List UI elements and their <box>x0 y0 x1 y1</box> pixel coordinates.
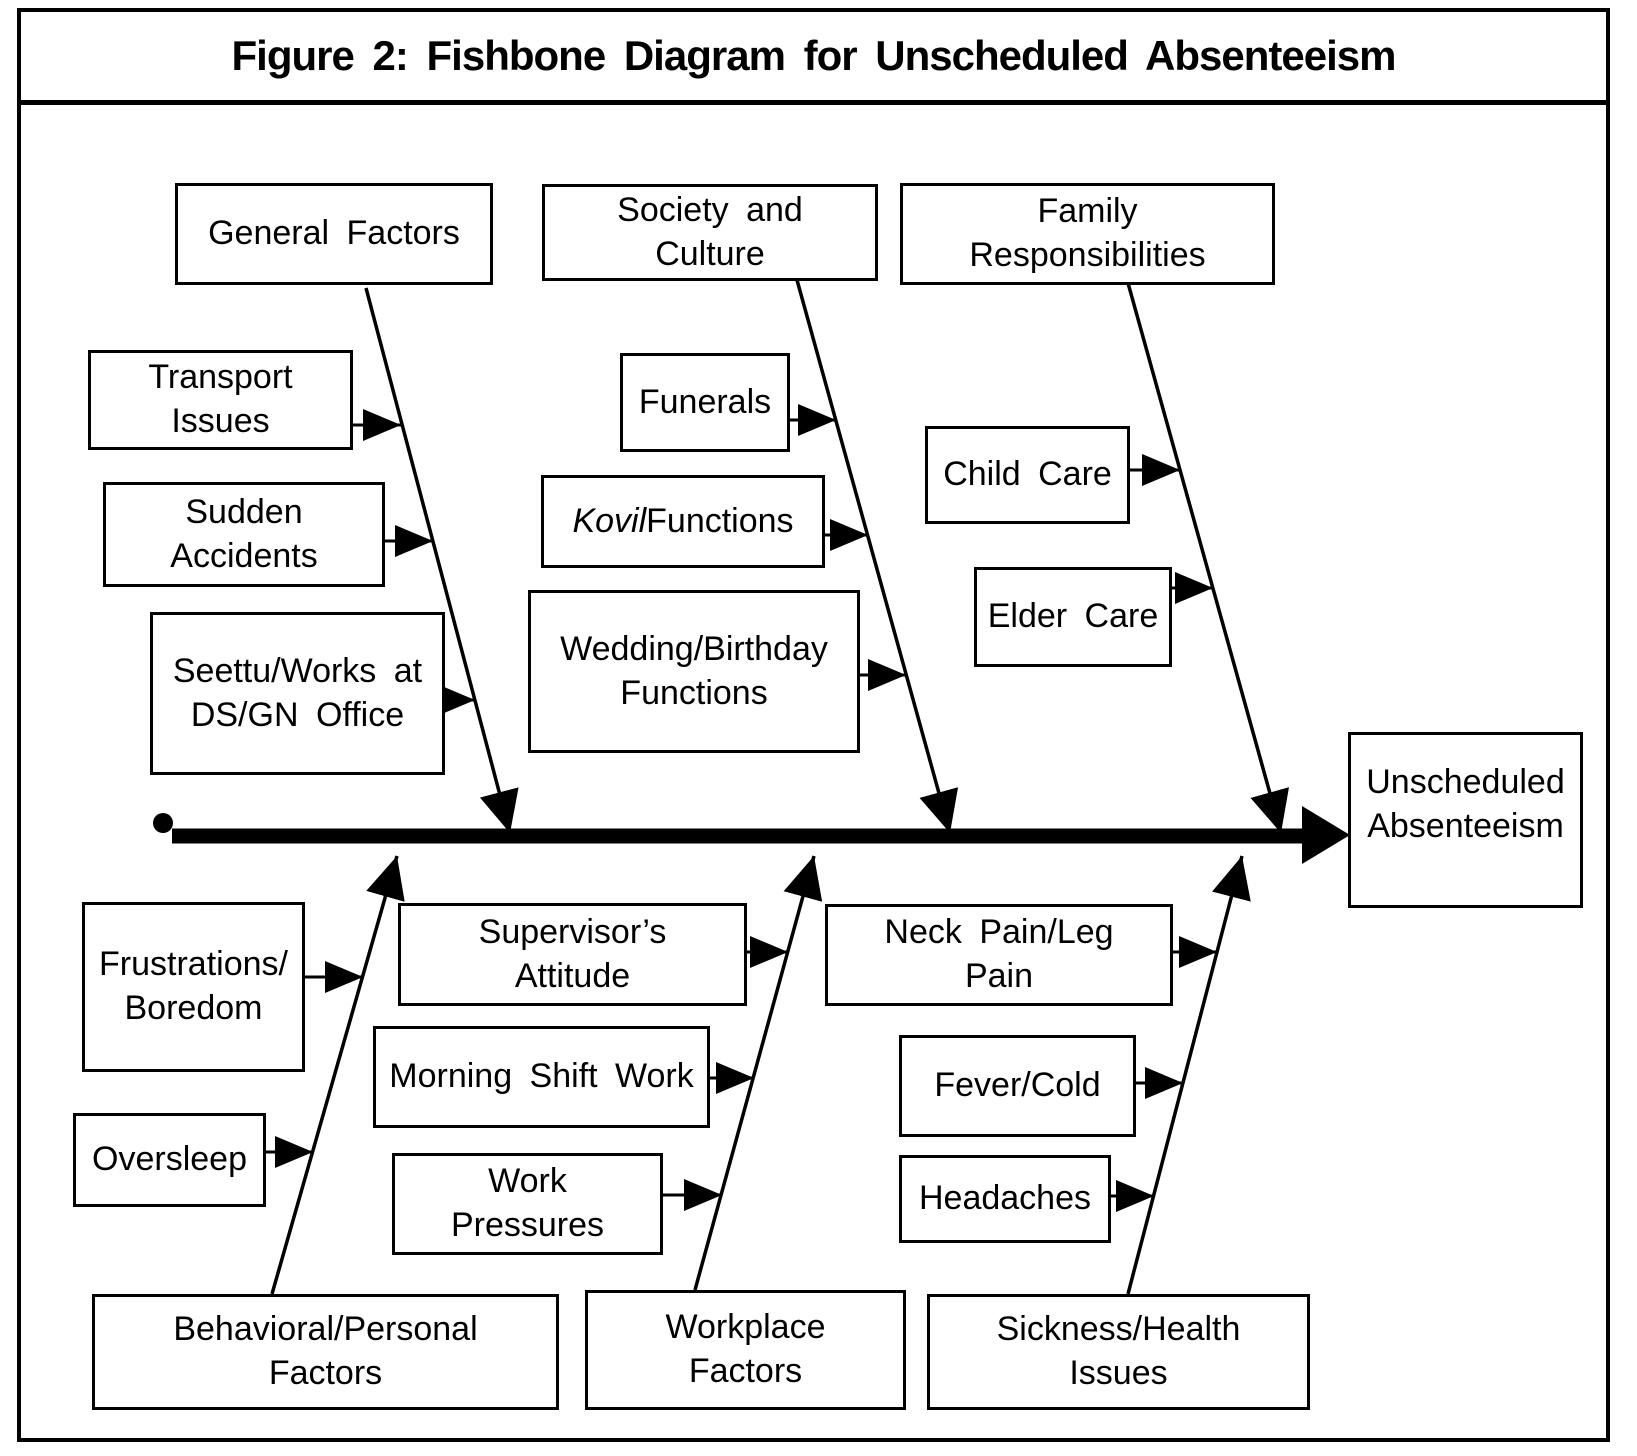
cause-oversleep: Oversleep <box>73 1113 266 1207</box>
title-bar: Figure 2: Fishbone Diagram for Unschedul… <box>21 12 1606 105</box>
kovil-rest-text: Functions <box>646 501 794 540</box>
effect-unscheduled-absenteeism: Unscheduled Absenteeism <box>1348 732 1583 908</box>
category-behavioral-personal: Behavioral/Personal Factors <box>92 1294 559 1410</box>
spine-start-dot <box>153 813 173 833</box>
category-workplace-factors: Workplace Factors <box>585 1290 906 1410</box>
cause-fever-cold: Fever/Cold <box>899 1035 1136 1137</box>
diagonal-behavioral-personal <box>270 855 405 1295</box>
diagram-title: Figure 2: Fishbone Diagram for Unschedul… <box>231 32 1397 79</box>
diagonal-workplace <box>693 855 823 1291</box>
kovil-italic-text: Kovil <box>572 501 647 540</box>
category-sickness-health: Sickness/Health Issues <box>927 1294 1310 1410</box>
cause-neck-pain-leg-pain: Neck Pain/Leg Pain <box>825 904 1173 1006</box>
diagonal-family-responsibilities <box>1126 282 1290 834</box>
category-society-and-culture: Society and Culture <box>542 184 878 281</box>
cause-headaches: Headaches <box>899 1155 1111 1243</box>
spine-arrowhead <box>1302 806 1350 864</box>
cause-work-pressures: Work Pressures <box>392 1153 663 1255</box>
cause-morning-shift-work: Morning Shift Work <box>373 1026 710 1128</box>
cause-wedding-birthday: Wedding/Birthday Functions <box>528 590 860 753</box>
diagonal-society-culture <box>795 279 959 834</box>
cause-elder-care: Elder Care <box>974 567 1172 667</box>
cause-seettu-works: Seettu/Works at DS/GN Office <box>150 612 445 775</box>
diagram-frame: Figure 2: Fishbone Diagram for Unschedul… <box>17 8 1610 1442</box>
cause-frustrations-boredom: Frustrations/ Boredom <box>82 902 305 1072</box>
cause-supervisors-attitude: Supervisor’s Attitude <box>398 903 747 1006</box>
diagonal-sickness-health <box>1126 855 1251 1295</box>
cause-funerals: Funerals <box>620 353 790 452</box>
cause-transport-issues: Transport Issues <box>88 350 353 450</box>
cause-sudden-accidents: Sudden Accidents <box>103 482 385 587</box>
diagonal-general-factors <box>364 287 519 834</box>
category-family-responsibilities: Family Responsibilities <box>900 183 1275 285</box>
category-general-factors: General Factors <box>175 183 493 285</box>
cause-child-care: Child Care <box>925 426 1130 524</box>
cause-kovil-functions: Kovil Functions <box>541 475 825 568</box>
